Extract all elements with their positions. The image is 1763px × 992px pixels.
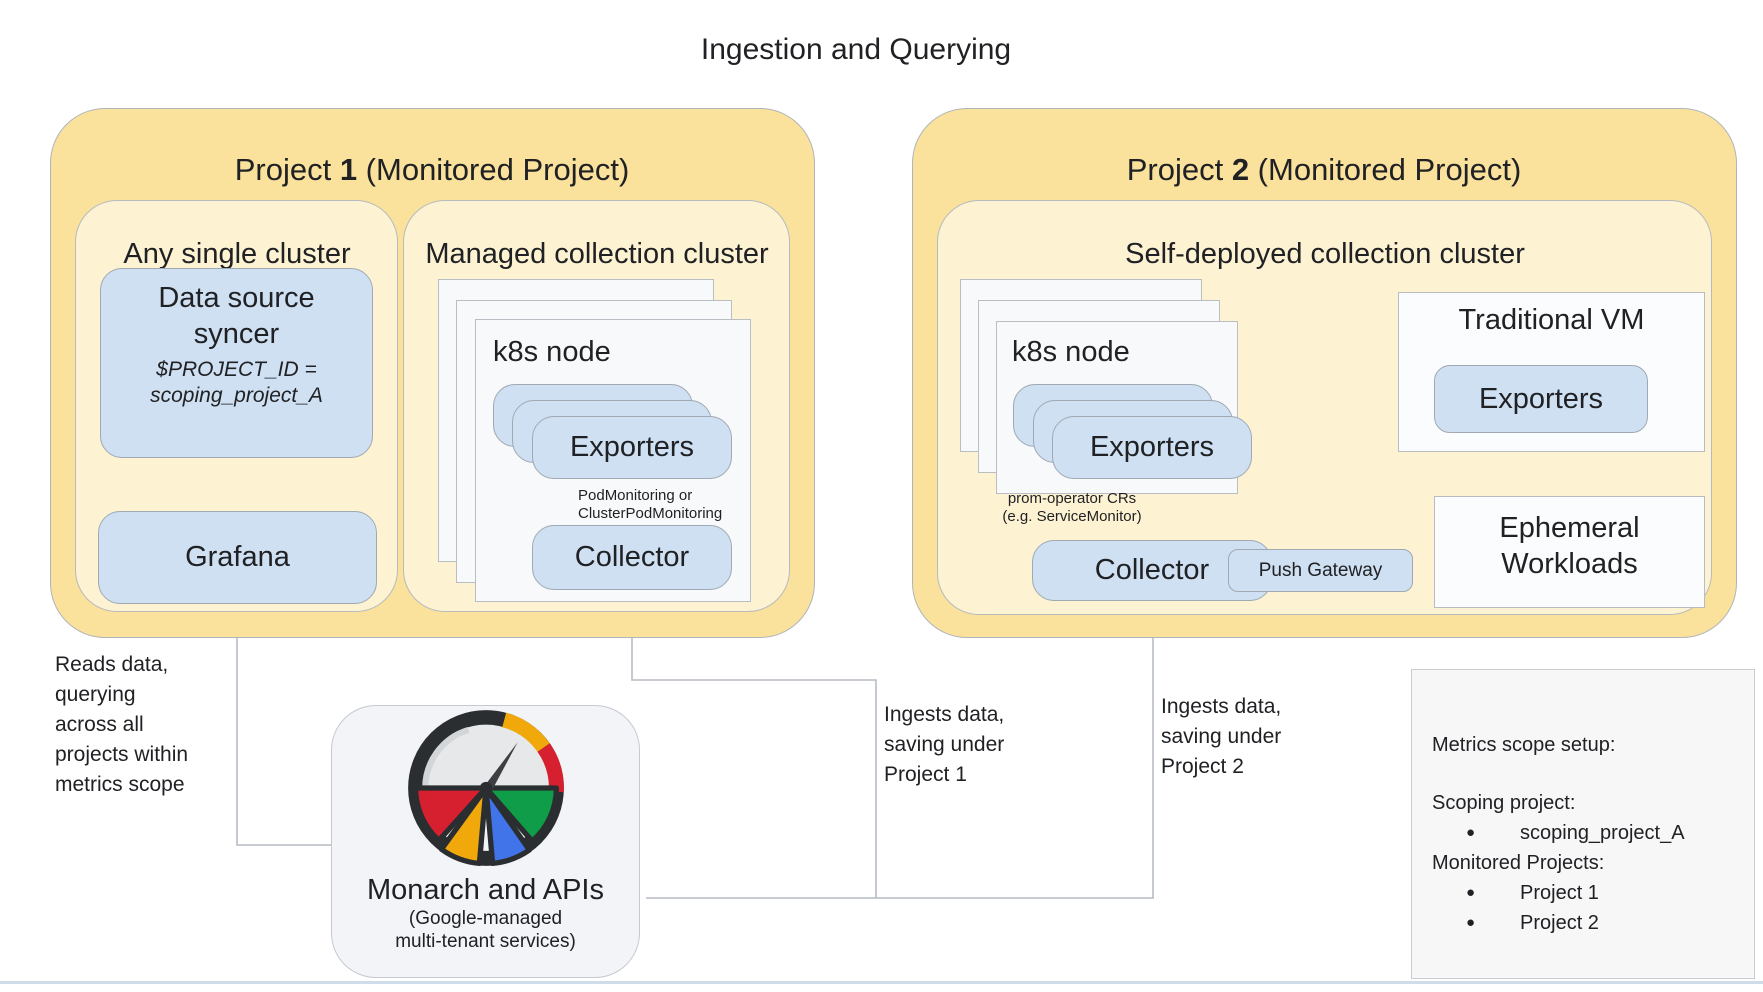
- project2-title-num: 2: [1231, 152, 1250, 187]
- window-bottom-edge: [0, 981, 1763, 984]
- push-gateway-label: Push Gateway: [1258, 559, 1383, 581]
- page-title: Ingestion and Querying: [700, 33, 1012, 66]
- vm-exporters-label: Exporters: [1478, 382, 1604, 415]
- any-single-cluster-label: Any single cluster: [123, 238, 351, 270]
- metrics-monitored-project1: Project 1: [1520, 882, 1599, 904]
- data-source-syncer-sub1: $PROJECT_ID =: [156, 358, 317, 381]
- p1-collector-label: Collector: [574, 541, 690, 573]
- p2-exporters-box: Exporters: [1052, 416, 1252, 479]
- p2-collector-label: Collector: [1094, 554, 1210, 586]
- monarch-sub1: (Google-managed: [408, 908, 563, 929]
- project2-title-pre: Project: [1126, 152, 1232, 187]
- project1-title: Project 1 (Monitored Project): [132, 152, 732, 188]
- reads-line: querying: [55, 683, 136, 706]
- monarch-sub2: multi-tenant services): [395, 931, 576, 952]
- ephemeral-workloads-box: [1434, 496, 1705, 608]
- metrics-monitored-project2: Project 2: [1520, 912, 1599, 934]
- pod-monitoring-note-line2: ClusterPodMonitoring: [578, 505, 723, 522]
- project2-title-post: (Monitored Project): [1249, 152, 1522, 187]
- bullet-icon: ●: [1466, 884, 1476, 901]
- ingest2-line: Project 2: [1161, 755, 1244, 778]
- ingest2-line: saving under: [1161, 725, 1282, 748]
- pod-monitoring-note-line1: PodMonitoring or: [578, 487, 693, 504]
- p1-exporters-box: Exporters: [532, 416, 732, 479]
- monarch-title: Monarch and APIs: [367, 874, 604, 906]
- metrics-scope-box: [1411, 669, 1755, 979]
- project1-title-num: 1: [339, 152, 358, 187]
- p1-exporters-label: Exporters: [569, 431, 695, 463]
- bullet-icon: ●: [1466, 824, 1476, 841]
- data-source-syncer-line1: Data source: [158, 282, 315, 314]
- managed-cluster-label: Managed collection cluster: [425, 238, 769, 270]
- metrics-scoping-label: Scoping project:: [1432, 792, 1576, 814]
- project1-title-post: (Monitored Project): [357, 152, 630, 187]
- metrics-scoping-value: scoping_project_A: [1520, 822, 1685, 844]
- data-source-syncer-box: [100, 268, 373, 458]
- reads-line: Reads data,: [55, 653, 169, 676]
- ingest1-line: Project 1: [884, 763, 967, 786]
- data-source-syncer-sub2: scoping_project_A: [150, 384, 323, 407]
- bullet-icon: ●: [1466, 914, 1476, 931]
- grafana-label: Grafana: [185, 541, 290, 573]
- ephemeral-workloads-line1: Ephemeral: [1499, 512, 1640, 544]
- ingest1-line: Ingests data,: [884, 703, 1005, 726]
- reads-line: projects within: [55, 743, 189, 766]
- p2-exporters-label: Exporters: [1089, 431, 1215, 463]
- metrics-scope-heading: Metrics scope setup:: [1432, 734, 1616, 756]
- self-deployed-cluster-label: Self-deployed collection cluster: [1125, 238, 1525, 270]
- metrics-monitored-label: Monitored Projects:: [1432, 852, 1605, 874]
- grafana-box: Grafana: [98, 511, 377, 604]
- cloud-monitoring-gauge-icon: [408, 710, 564, 867]
- reads-line: metrics scope: [55, 773, 185, 796]
- ingest1-line: saving under: [884, 733, 1005, 756]
- prom-operator-note-line1: prom-operator CRs: [1007, 490, 1137, 507]
- push-gateway-box: Push Gateway: [1228, 549, 1413, 592]
- p1-k8s-node-label: k8s node: [493, 336, 611, 368]
- prom-operator-note-line2: (e.g. ServiceMonitor): [1002, 508, 1142, 525]
- reads-line: across all: [55, 713, 144, 736]
- p2-k8s-node-label: k8s node: [1012, 336, 1130, 368]
- ingest2-line: Ingests data,: [1161, 695, 1282, 718]
- vm-exporters-box: Exporters: [1434, 365, 1648, 433]
- p1-collector-box: Collector: [532, 525, 732, 590]
- traditional-vm-label: Traditional VM: [1458, 304, 1645, 336]
- project2-title: Project 2 (Monitored Project): [1024, 152, 1624, 188]
- project1-title-pre: Project: [234, 152, 340, 187]
- data-source-syncer-line2: syncer: [193, 318, 280, 350]
- ephemeral-workloads-line2: Workloads: [1501, 548, 1638, 580]
